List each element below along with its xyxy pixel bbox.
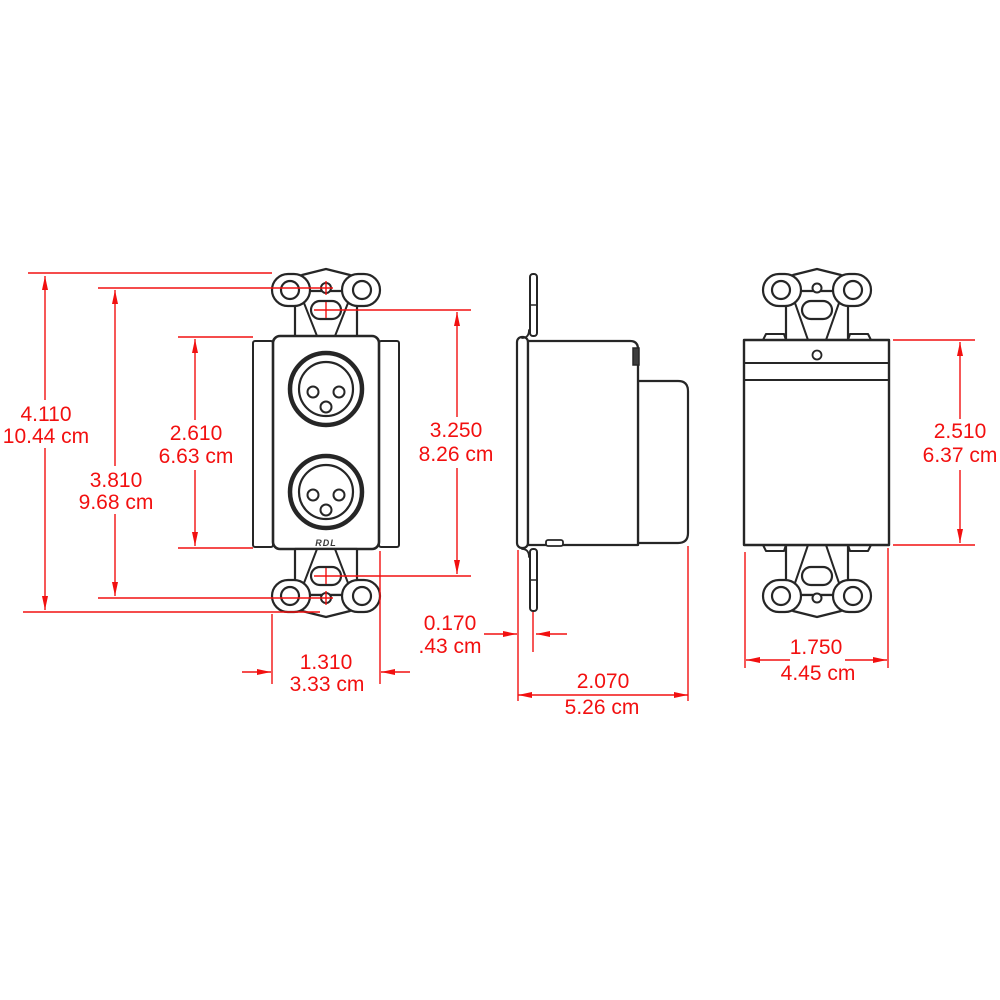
dim-rear-body-width-in: 1.750 <box>790 636 843 659</box>
latch-tab <box>632 347 640 366</box>
xlr-pin <box>332 488 346 502</box>
dim-hole-spacing-cm: 9.68 cm <box>79 491 154 514</box>
mount-ear-hole <box>770 279 792 301</box>
rear-view <box>742 267 891 619</box>
bottom-detent <box>545 539 564 547</box>
dim-bracket-width-cm: 3.33 cm <box>290 673 365 696</box>
mount-ear-hole <box>770 585 792 607</box>
center-pilot-hole <box>811 592 823 604</box>
xlr-pin <box>332 385 346 399</box>
side-flange-left <box>252 340 274 548</box>
dim-flange-thickness-in: 0.170 <box>424 612 477 635</box>
dim-bracket-width-in: 1.310 <box>300 651 353 674</box>
main-body-profile <box>526 339 640 547</box>
top-mounting-bracket <box>761 267 873 342</box>
xlr-connector-top <box>287 350 365 428</box>
mount-ear-hole <box>842 585 864 607</box>
xlr-pin <box>306 385 320 399</box>
dim-plate-height-cm: 6.63 cm <box>159 445 234 468</box>
dim-flange-thickness: 0.170 .43 cm <box>418 612 481 658</box>
dim-flange-thickness-cm: .43 cm <box>418 635 481 658</box>
dim-mounting-depth-cm: 5.26 cm <box>565 696 640 719</box>
dim-rear-body-width-cm: 4.45 cm <box>781 662 856 685</box>
dim-rear-body-width: 1.750 4.45 cm <box>781 636 856 685</box>
mount-ear-hole <box>351 585 373 607</box>
xlr-pin <box>319 400 333 414</box>
side-flange-right <box>378 340 400 548</box>
xlr-pin <box>319 503 333 517</box>
mount-ear-hole <box>279 279 301 301</box>
dim-overall-height: 4.110 10.44 cm <box>3 403 89 448</box>
dim-bracket-width: 1.310 3.33 cm <box>290 651 365 696</box>
mount-ear-hole <box>279 585 301 607</box>
dim-plate-height-in: 2.610 <box>170 422 223 445</box>
dim-rear-body-height-cm: 6.37 cm <box>923 444 998 467</box>
dim-hole-spacing: 3.810 9.68 cm <box>79 469 154 514</box>
rear-body <box>742 338 891 547</box>
xlr-pin <box>306 488 320 502</box>
dim-overall-height-cm: 10.44 cm <box>3 425 89 448</box>
dim-slot-spacing: 3.250 8.26 cm <box>419 419 494 466</box>
dim-overall-height-in: 4.110 <box>21 403 72 426</box>
mount-slot <box>800 299 834 321</box>
dim-mounting-depth-in: 2.070 <box>577 670 630 693</box>
dim-hole-spacing-in: 3.810 <box>90 469 143 492</box>
mount-slot <box>800 565 834 587</box>
mount-ear-hole <box>351 279 373 301</box>
center-pilot-hole <box>811 282 823 294</box>
dim-rear-body-height-in: 2.510 <box>934 420 987 443</box>
dim-mounting-depth: 2.070 5.26 cm <box>565 670 640 719</box>
dim-rear-body-height: 2.510 6.37 cm <box>923 420 998 467</box>
dim-plate-height: 2.610 6.63 cm <box>159 422 234 468</box>
dim-slot-spacing-cm: 8.26 cm <box>419 443 494 466</box>
brand-logo-text: RDL <box>315 538 337 548</box>
xlr-connector-bottom <box>287 453 365 531</box>
faceplate-profile <box>515 335 530 550</box>
front-view: RDL <box>252 267 400 619</box>
bottom-mounting-bracket <box>761 543 873 619</box>
rear-screw-hole <box>811 349 823 361</box>
dimension-annotations: 4.110 10.44 cm 3.810 9.68 cm 2.610 6.63 … <box>3 272 998 719</box>
dim-slot-spacing-in: 3.250 <box>430 419 483 442</box>
rear-housing-profile <box>636 379 690 545</box>
mount-ear-hole <box>842 279 864 301</box>
side-view <box>515 273 690 612</box>
